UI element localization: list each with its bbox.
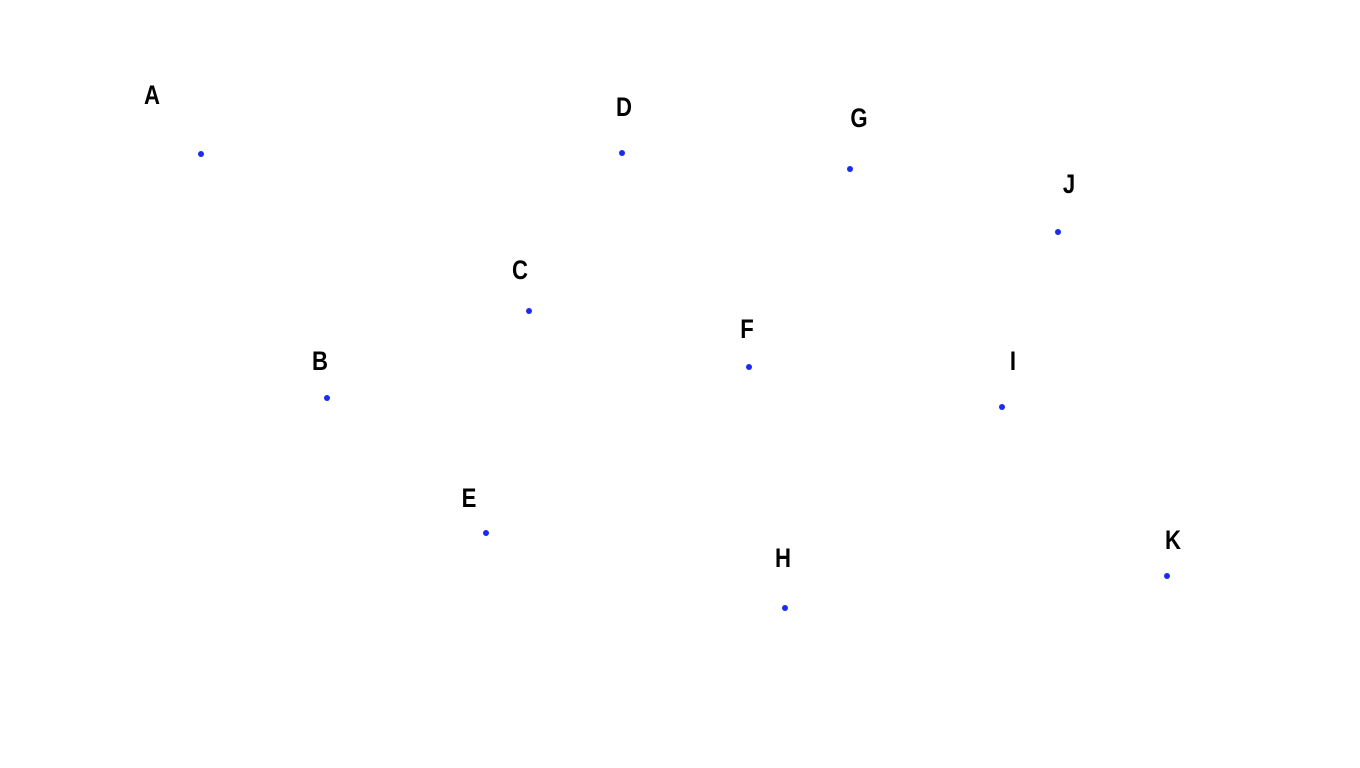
point-i-marker <box>999 404 1005 410</box>
point-c-marker <box>526 308 532 314</box>
point-d-label: D <box>616 92 632 122</box>
point-k-label: K <box>1165 525 1181 555</box>
point-g-marker <box>847 166 853 172</box>
point-f-marker <box>746 364 752 370</box>
point-a-label: A <box>144 80 160 110</box>
point-f-label: F <box>740 314 754 344</box>
point-e-marker <box>483 530 489 536</box>
point-a-marker <box>198 151 204 157</box>
point-i-label: I <box>1009 346 1017 376</box>
point-d-marker <box>619 150 625 156</box>
point-g-label: G <box>850 103 868 133</box>
point-b-marker <box>324 395 330 401</box>
point-e-label: E <box>461 483 477 513</box>
point-c-label: C <box>512 255 528 285</box>
point-j-label: J <box>1062 169 1076 199</box>
point-j-marker <box>1055 229 1061 235</box>
point-b-label: B <box>312 346 328 376</box>
point-k-marker <box>1164 573 1170 579</box>
point-h-label: H <box>775 543 791 573</box>
point-h-marker <box>782 605 788 611</box>
